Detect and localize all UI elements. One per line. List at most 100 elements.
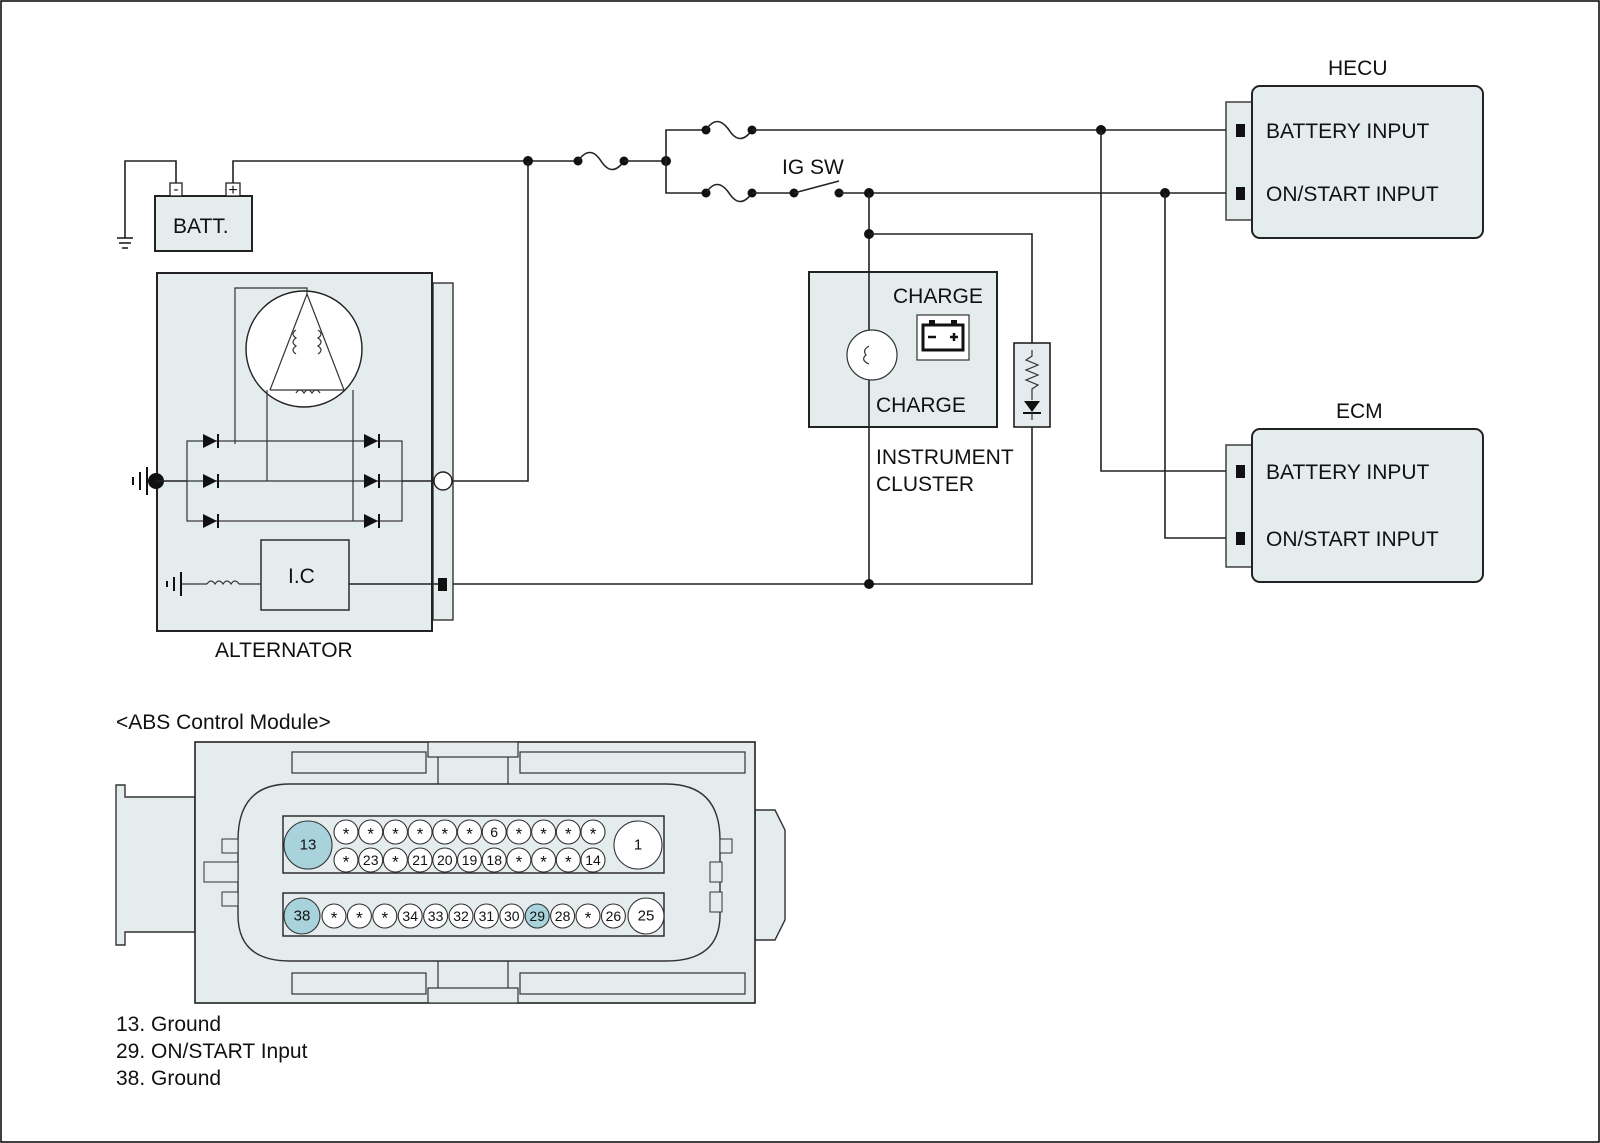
svg-text:*: *: [516, 853, 523, 872]
alternator-label: ALTERNATOR: [215, 639, 353, 662]
pin-unused: *: [321, 903, 347, 929]
pin-unused: *: [358, 819, 384, 845]
svg-text:29: 29: [529, 908, 545, 924]
pin-28: 28: [550, 903, 576, 929]
pin-unused: *: [555, 847, 581, 873]
svg-text:*: *: [392, 853, 399, 872]
battery-label: BATT.: [173, 215, 229, 238]
pin-unused: *: [432, 819, 458, 845]
ic-label: I.C: [288, 565, 315, 588]
svg-text:*: *: [331, 909, 338, 928]
svg-text:20: 20: [437, 852, 453, 868]
svg-text:*: *: [540, 825, 547, 844]
pin-unused: *: [407, 819, 433, 845]
pin-18: 18: [481, 847, 507, 873]
battery-minus: -: [174, 181, 179, 198]
pin-20: 20: [432, 847, 458, 873]
svg-text:*: *: [343, 853, 350, 872]
ecm-on-start-input: ON/START INPUT: [1266, 528, 1439, 551]
svg-text:33: 33: [428, 908, 444, 924]
alternator: I.C ALTERNATOR: [132, 161, 529, 662]
pin-31: 31: [473, 903, 499, 929]
pin-unused: *: [333, 819, 359, 845]
pin-unused: *: [382, 847, 408, 873]
pin-33: 33: [423, 903, 449, 929]
hecu-on-start-input: ON/START INPUT: [1266, 183, 1439, 206]
pin-23: 23: [358, 847, 384, 873]
svg-text:32: 32: [453, 908, 469, 924]
cluster-label-line2: CLUSTER: [876, 473, 974, 496]
battery-warning-icon: [916, 314, 970, 361]
pin-unused: *: [531, 819, 557, 845]
hecu-battery-input: BATTERY INPUT: [1266, 120, 1430, 143]
cluster-label-line1: INSTRUMENT: [876, 446, 1014, 469]
svg-text:19: 19: [462, 852, 478, 868]
pin-29: 29: [524, 903, 550, 929]
pin-legend: 13. Ground 29. ON/START Input 38. Ground: [116, 1013, 308, 1090]
legend-item: 13. Ground: [116, 1013, 221, 1036]
pin-unused: *: [575, 903, 601, 929]
ecm-battery-input: BATTERY INPUT: [1266, 461, 1430, 484]
hecu-title: HECU: [1328, 57, 1388, 80]
svg-text:*: *: [540, 853, 547, 872]
svg-text:*: *: [585, 909, 592, 928]
pin-unused: *: [456, 819, 483, 845]
pin-unused: *: [382, 819, 408, 845]
ecm-module: ECM BATTERY INPUT ON/START INPUT: [1225, 400, 1484, 583]
svg-text:*: *: [565, 853, 572, 872]
legend-item: 29. ON/START Input: [116, 1040, 308, 1063]
svg-text:*: *: [417, 825, 424, 844]
pin-34: 34: [397, 903, 423, 929]
battery: BATT. - +: [117, 160, 253, 252]
svg-text:31: 31: [479, 908, 495, 924]
pin-38: 38: [283, 897, 321, 935]
charge-lamp-bottom-label: CHARGE: [876, 394, 966, 417]
pin-unused: *: [555, 819, 581, 845]
pin-26: 26: [600, 903, 626, 929]
svg-text:*: *: [466, 825, 473, 844]
svg-text:38: 38: [294, 908, 311, 925]
svg-text:26: 26: [606, 908, 622, 924]
ecm-title: ECM: [1336, 400, 1383, 423]
svg-text:*: *: [441, 825, 448, 844]
pin-30: 30: [499, 903, 525, 929]
svg-text:6: 6: [490, 824, 498, 840]
battery-plus: +: [228, 182, 237, 199]
svg-text:*: *: [392, 825, 399, 844]
pin-6: 6: [481, 819, 507, 845]
svg-text:28: 28: [555, 908, 571, 924]
pin-unused: *: [531, 847, 557, 873]
pin-unused: *: [333, 847, 359, 873]
svg-text:21: 21: [412, 852, 428, 868]
svg-text:*: *: [565, 825, 572, 844]
svg-text:*: *: [343, 825, 350, 844]
svg-text:34: 34: [402, 908, 418, 924]
svg-text:13: 13: [300, 837, 317, 854]
charge-lamp-top-label: CHARGE: [893, 285, 983, 308]
svg-text:30: 30: [504, 908, 520, 924]
pin-32: 32: [448, 903, 474, 929]
pin-unused: *: [506, 847, 532, 873]
pin-unused: *: [372, 903, 398, 929]
connector-title: <ABS Control Module>: [116, 711, 331, 734]
hecu-module: HECU BATTERY INPUT ON/START INPUT: [1225, 57, 1484, 239]
svg-text:*: *: [381, 909, 388, 928]
legend-item: 38. Ground: [116, 1067, 221, 1090]
pin-14: 14: [580, 847, 606, 873]
pin-unused: *: [580, 819, 606, 845]
pin-unused: *: [346, 903, 372, 929]
pin-19: 19: [456, 847, 483, 873]
svg-text:23: 23: [363, 852, 379, 868]
svg-text:14: 14: [585, 852, 601, 868]
pin-25: 25: [627, 897, 665, 935]
pin-1: 1: [613, 820, 663, 870]
pin-13: 13: [283, 820, 333, 870]
svg-text:18: 18: [486, 852, 502, 868]
pin-unused: *: [506, 819, 532, 845]
instrument-cluster: CHARGE CHARGE INSTRUMENT CLUSTER: [808, 271, 1051, 496]
svg-text:25: 25: [638, 908, 655, 925]
